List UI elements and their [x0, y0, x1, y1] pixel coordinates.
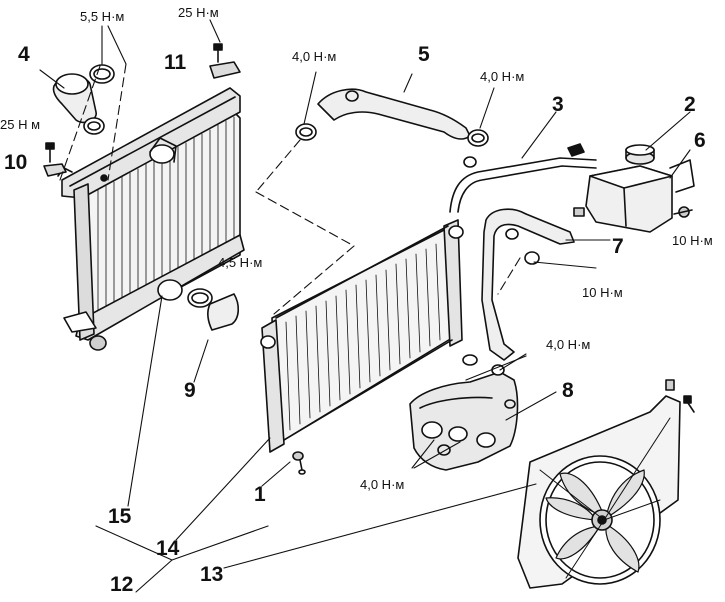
torque-label-hose5-left: 4,0 Н·м: [292, 49, 337, 64]
callout-3: 3: [552, 93, 564, 116]
callout-2: 2: [684, 93, 696, 116]
reservoir-6: [573, 159, 695, 233]
pipe-block-8: [409, 354, 519, 471]
assembly-lines: [59, 63, 521, 315]
hose-3: [449, 143, 597, 213]
torque-label-block8-bottom: 4,0 Н·м: [360, 477, 405, 492]
torque-label-block8-top: 4,0 Н·м: [546, 337, 591, 352]
screw-1: [292, 451, 306, 475]
callout-14: 14: [156, 537, 180, 560]
left-radiator: [57, 87, 245, 351]
torque-label-hose5-right: 4,0 Н·м: [480, 69, 525, 84]
hose-4: [52, 64, 115, 135]
torque-label-bolt10: 25 Н м: [0, 117, 41, 132]
callout-12: 12: [110, 573, 134, 596]
callout-13: 13: [200, 563, 224, 586]
torque-label-hose7-nut: 10 Н·м: [582, 285, 623, 300]
callout-10: 10: [4, 151, 28, 174]
cap-2: [625, 144, 655, 165]
callout-4: 4: [18, 43, 30, 66]
callout-7: 7: [612, 235, 624, 258]
bolt-11: [209, 43, 241, 79]
fan-shroud-13: [517, 379, 681, 589]
torque-label-bolt11: 25 Н·м: [178, 5, 219, 20]
callout-1: 1: [254, 483, 266, 506]
hose-5: [295, 88, 489, 147]
shroud-screw: [683, 395, 695, 413]
torque-label-reservoir-bolt: 10 Н·м: [672, 233, 713, 248]
hose-7: [481, 208, 575, 361]
callout-15: 15: [108, 505, 132, 528]
hose-9: [187, 288, 240, 331]
torque-label-hose4-clamps: 5,5 Н·м: [80, 9, 125, 24]
leader-lines: [39, 19, 691, 593]
callout-8: 8: [562, 379, 574, 402]
callout-6: 6: [694, 129, 706, 152]
callout-9: 9: [184, 379, 196, 402]
callout-5: 5: [418, 43, 430, 66]
callout-11: 11: [164, 51, 187, 74]
reservoir-bolt: [673, 206, 693, 218]
bolt-10: [43, 142, 67, 177]
torque-label-hose9-clamp: 4,5 Н·м: [218, 255, 263, 270]
main-radiator: [260, 219, 464, 453]
